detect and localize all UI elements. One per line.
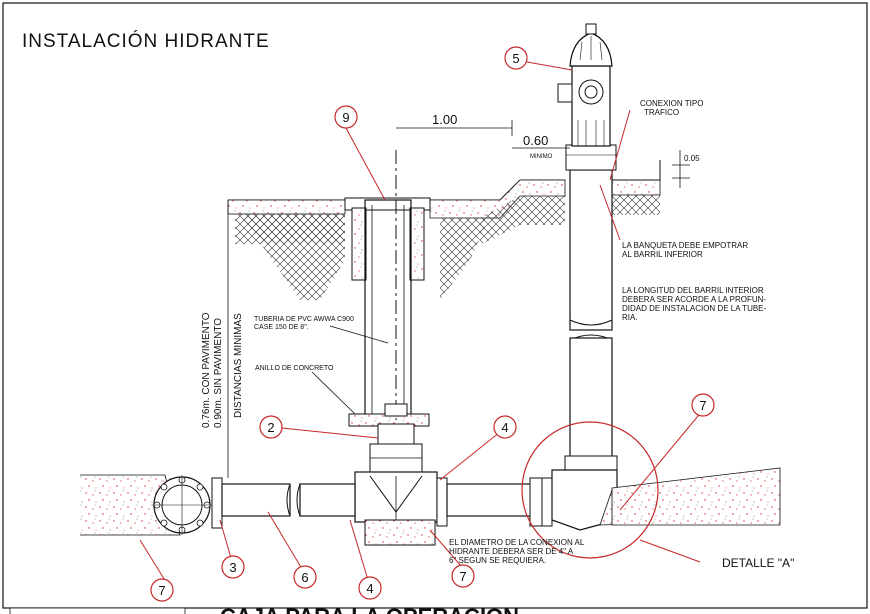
note-anillo: ANILLO DE CONCRETO (255, 365, 334, 372)
note-diametro-2: HIDRANTE DEBERA SER DE 4" A (449, 547, 574, 556)
svg-text:7: 7 (699, 398, 706, 413)
leader-anillo (311, 371, 356, 415)
main-pipe (80, 474, 553, 536)
gate-valve (354, 403, 438, 546)
bottom-heading: CAJA PARA LA OPERACION (220, 604, 519, 614)
detail-circle (521, 421, 659, 559)
valve-box (344, 150, 431, 427)
dim-0-05: 0.05 (684, 154, 700, 163)
svg-text:5: 5 (512, 51, 519, 66)
page-title: INSTALACIÓN HIDRANTE (22, 30, 270, 52)
callout-4-top: 4 (493, 415, 517, 439)
bottom-title-box (9, 607, 186, 614)
svg-text:4: 4 (366, 581, 373, 596)
callout-7-left: 7 (150, 578, 174, 602)
svg-text:7: 7 (158, 583, 165, 598)
note-banqueta-1: LA BANQUETA DEBE EMPOTRAR (622, 241, 748, 250)
callout-7-right: 7 (691, 393, 715, 417)
svg-text:2: 2 (267, 420, 274, 435)
trench-left (227, 199, 485, 300)
callout-9: 9 (334, 105, 358, 129)
callout-3: 3 (221, 555, 245, 579)
note-conexion-2: TRAFICO (644, 108, 679, 117)
callout-2: 2 (259, 415, 283, 439)
svg-text:9: 9 (342, 110, 349, 125)
dimension-lines (227, 120, 690, 478)
svg-text:6: 6 (301, 570, 308, 585)
callout-5: 5 (504, 46, 528, 70)
hydrant-riser (551, 169, 701, 531)
note-conexion-1: CONEXION TIPO (640, 99, 703, 108)
dim-minimo: MINIMO (530, 154, 553, 160)
fire-hydrant (557, 23, 617, 171)
note-diametro-3: 6" SEGUN SE REQUIERA. (449, 556, 546, 565)
depth-without-pavement: 0.90m. SIN PAVIMENTO (213, 318, 224, 428)
note-banqueta-2: AL BARRIL INFERIOR (622, 250, 703, 259)
svg-text:3: 3 (229, 560, 236, 575)
sidewalk-right (429, 160, 661, 245)
dim-1-00: 1.00 (432, 112, 457, 127)
depth-with-pavement: 0.76m. CON PAVIMENTO (201, 312, 212, 428)
svg-text:7: 7 (459, 569, 466, 584)
leader-tuberia (329, 325, 389, 344)
svg-text:4: 4 (501, 420, 508, 435)
note-longitud-1: LA LONGITUD DEL BARRIL INTERIOR (622, 286, 764, 295)
minimum-distances: DISTANCIAS MINIMAS (233, 313, 244, 418)
note-longitud-2: DEBERA SER ACORDE A LA PROFUN- (622, 295, 766, 304)
note-tuberia-2: CASE 150 DE 8". (254, 324, 309, 331)
callout-7-bottom: 7 (451, 564, 475, 588)
note-diametro-1: EL DIAMETRO DE LA CONEXION AL (449, 538, 585, 547)
note-longitud-3: DIDAD DE INSTALACION DE LA TUBE- (622, 304, 767, 313)
dim-0-60: 0.60 (523, 133, 548, 148)
thrust-block-right (611, 467, 781, 526)
callout-6: 6 (293, 565, 317, 589)
callout-4-bottom: 4 (358, 576, 382, 600)
note-longitud-4: RIA. (622, 313, 638, 322)
detail-a-label: DETALLE "A" (722, 556, 794, 570)
note-tuberia-1: TUBERIA DE PVC AWWA C900 (254, 316, 354, 323)
